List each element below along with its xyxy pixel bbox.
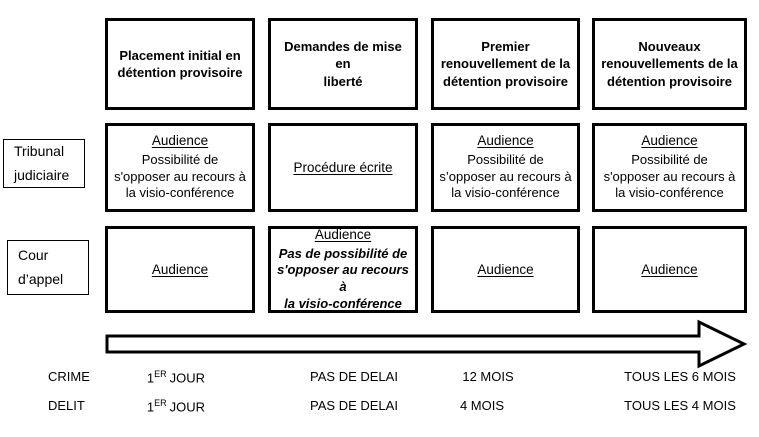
timeline-crime-label: CRIME [48, 369, 90, 384]
row-label-tribunal-judiciaire: Tribunal judiciaire [3, 139, 85, 188]
cell-appel-placement: Audience [105, 226, 255, 313]
ordinal-word: JOUR [169, 370, 206, 386]
cell-title: Audience [641, 262, 698, 277]
cell-tribunal-placement: Audience Possibilité de s'opposer au rec… [105, 123, 255, 212]
cell-title: Audience [151, 262, 209, 277]
row-label-line: Tribunal [14, 142, 65, 159]
cell-appel-nouveaux-renouvellements: Audience [592, 226, 747, 313]
ordinal-suffix: ER [154, 398, 167, 408]
cell-tribunal-premier-renouvellement: Audience Possibilité de s’opposer au rec… [431, 123, 580, 212]
cell-body: Possibilité de s'opposer au recours à la… [603, 152, 736, 201]
cell-body-emphasis: Pas de possibilité de s'opposer au recou… [277, 245, 409, 311]
row-label-line: d’appel [18, 270, 64, 287]
timeline-delit-every-4-months: TOUS LES 4 MOIS [624, 398, 736, 413]
cell-appel-demandes: Audience Pas de possibilité de s'opposer… [268, 226, 418, 313]
cell-title: Audience [477, 133, 534, 149]
timeline-crime-every-6-months: TOUS LES 6 MOIS [624, 369, 736, 384]
header-demandes-liberte: Demandes de mise en liberté [268, 18, 418, 110]
timeline-delit-4-months: 4 MOIS [459, 398, 505, 413]
cell-title: Audience [314, 226, 372, 242]
row-label-line: Cour [18, 246, 49, 263]
timeline-delit-label: DELIT [48, 398, 85, 413]
cell-tribunal-nouveaux-renouvellements: Audience Possibilité de s'opposer au rec… [592, 123, 747, 212]
row-label-cour-appel: Cour d’appel [7, 240, 89, 295]
cell-title: Procédure écrite [293, 160, 393, 175]
ordinal-number: 1 [146, 399, 155, 415]
cell-body: Possibilité de s'opposer au recours à la… [114, 152, 246, 201]
row-label-line: judiciaire [14, 166, 70, 183]
header-placement-initial: Placement initial en détention provisoir… [105, 18, 255, 110]
timeline-crime-no-delay: PAS DE DELAI [310, 369, 398, 384]
ordinal-suffix: ER [154, 369, 167, 379]
cell-title: Audience [151, 133, 209, 149]
header-nouveaux-renouvellements: Nouveaux renouvellements de la détention… [592, 18, 747, 110]
cell-title: Audience [477, 262, 534, 277]
timeline-arrow-icon [105, 319, 748, 369]
cell-appel-premier-renouvellement: Audience [431, 226, 580, 313]
cell-title: Audience [641, 133, 698, 149]
header-premier-renouvellement: Premier renouvellement de la détention p… [431, 18, 580, 110]
timeline-crime-12-months: 12 MOIS [462, 369, 514, 384]
cell-tribunal-demandes: Procédure écrite [268, 123, 418, 212]
ordinal-number: 1 [146, 370, 155, 386]
cell-body: Possibilité de s’opposer au recours à la… [439, 152, 572, 201]
timeline-delit-no-delay: PAS DE DELAI [310, 398, 398, 413]
ordinal-word: JOUR [169, 399, 206, 415]
